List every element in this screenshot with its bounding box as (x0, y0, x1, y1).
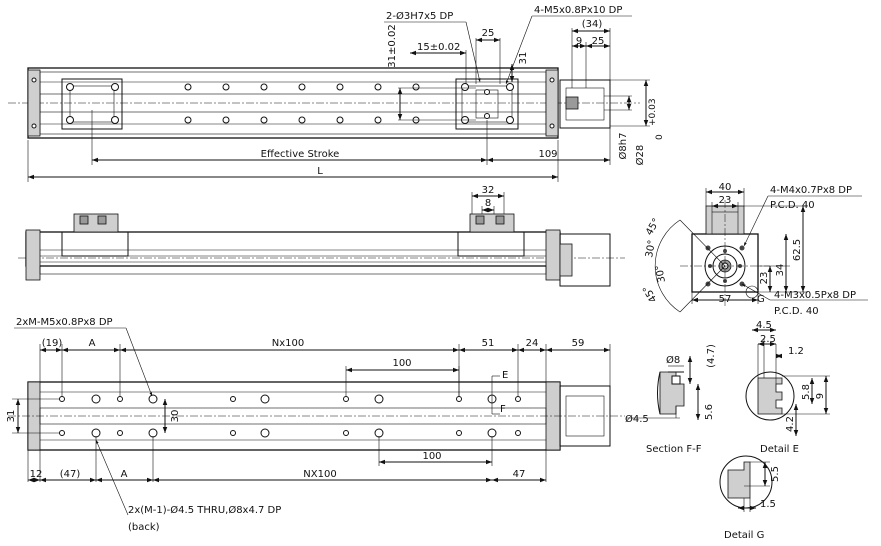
top-view: Effective Stroke 109 L 2-Ø3H7x5 DP 4-M5x… (8, 5, 665, 182)
dim-51: 51 (482, 338, 495, 349)
sec-dim-4-7: (4.7) (706, 344, 717, 368)
dim-A-bottom: A (121, 469, 128, 480)
end-view-holes (705, 245, 745, 287)
dim-25-top: 25 (482, 28, 495, 39)
dim-100-lower: 100 (422, 451, 441, 462)
dim-30: 30 (170, 410, 181, 423)
dim-57: 57 (719, 294, 732, 305)
dim-25-motor: 25 (592, 36, 605, 47)
det-g-dim-5-5: 5.5 (770, 466, 781, 482)
dim-62-5: 62.5 (792, 239, 803, 261)
dim-9: 9 (576, 36, 582, 47)
dim-d8h7: Ø8h7 (617, 133, 629, 160)
det-e-dim-4-5: 4.5 (756, 320, 772, 331)
dim-A-top: A (89, 338, 96, 349)
end-view: 45° 30° 30° 45° 40 23 4-M4x0.7Px8 DP P.C… (641, 182, 868, 317)
dim-31-tol: 31±0.02 (387, 24, 398, 67)
dim-d28-tol-upper: +0.03 (648, 98, 658, 126)
dim-8: 8 (485, 198, 491, 209)
dim-31-bottom: 31 (6, 410, 17, 423)
hole-label: 2x(M-1)-Ø4.5 THRU,Ø8x4.7 DP (128, 504, 281, 516)
holes-label: 2-Ø3H7x5 DP (386, 10, 453, 22)
ang-45-top: 45° (644, 217, 662, 238)
ang-30-top: 30° (644, 239, 658, 258)
bottom-view-holes (59, 394, 521, 438)
dim-d28: Ø28 (634, 145, 646, 166)
detail-e-caption: Detail E (760, 444, 799, 455)
front-view-body (25, 231, 561, 267)
top-right-endcap (545, 69, 559, 137)
det-g-dim-1-5: 1.5 (760, 499, 776, 510)
detail-e: 4.5 2.5 1.2 5.8 9 4.2 Detail E (745, 320, 830, 455)
dim-15: 15±0.02 (417, 42, 460, 53)
det-e-dim-2-5: 2.5 (760, 334, 776, 345)
dim-Nx100: Nx100 (272, 338, 305, 349)
top-view-holes (31, 77, 555, 129)
dim-23-top: 23 (719, 195, 732, 206)
dim-34-end: 34 (775, 264, 786, 277)
front-view: 32 8 (18, 185, 625, 287)
bottom-thread-label: 2xM-M5x0.8Px8 DP (16, 317, 113, 328)
dim-47: 47 (513, 469, 526, 480)
dim-12: 12 (30, 469, 43, 480)
dim-32: 32 (482, 185, 495, 196)
ang-30-bottom: 30° (654, 264, 668, 283)
motor-block (559, 79, 611, 129)
dim-d28-tol-lower: 0 (655, 134, 665, 140)
effective-stroke-label: Effective Stroke (261, 149, 340, 160)
thread-m4: 4-M4x0.7Px8 DP (770, 185, 852, 196)
mark-F: F (500, 404, 506, 415)
det-e-dim-1-2: 1.2 (788, 346, 804, 357)
dim-109: 109 (538, 149, 557, 160)
back-label: (back) (128, 522, 160, 533)
section-ff: Ø8 (4.7) Ø4.5 5.6 Section F-F (625, 344, 717, 455)
section-ff-caption: Section F-F (646, 444, 702, 455)
mark-G: G (757, 294, 765, 305)
detail-g-caption: Detail G (724, 530, 764, 541)
thread-m3: 4-M3x0.5Px8 DP (774, 290, 856, 301)
dim-40: 40 (719, 182, 732, 193)
dim-31-top: 31 (518, 52, 529, 65)
sec-dim-5-6: 5.6 (704, 404, 715, 420)
detail-g: 5.5 1.5 Detail G (719, 455, 781, 541)
dim-19: (19) (42, 338, 63, 349)
dim-34-paren: (34) (582, 19, 603, 30)
thread-label: 4-M5x0.8Px10 DP (534, 5, 622, 16)
dim-L: L (317, 166, 323, 177)
pcd-40-bottom: P.C.D. 40 (774, 306, 819, 317)
dim-NX100: NX100 (303, 469, 336, 480)
ang-45-bottom: 45° (641, 283, 659, 304)
det-e-dim-4-2: 4.2 (785, 416, 796, 432)
pcd-40-top: P.C.D. 40 (770, 200, 815, 211)
dim-23-end: 23 (759, 272, 770, 285)
dim-100-upper: 100 (392, 358, 411, 369)
dim-47-paren: (47) (60, 469, 81, 480)
dim-59: 59 (572, 338, 585, 349)
det-e-dim-9: 9 (815, 393, 826, 399)
bottom-motor (559, 385, 611, 447)
dim-24: 24 (526, 338, 539, 349)
det-e-dim-5-8: 5.8 (801, 384, 812, 400)
top-left-endcap (27, 69, 41, 137)
bottom-view: (19) A Nx100 51 24 59 2xM-M5x0.8Px8 DP 1… (6, 317, 625, 533)
sec-dim-d4-5: Ø4.5 (625, 413, 649, 425)
sec-dim-d8: Ø8 (666, 354, 680, 366)
mark-E: E (502, 370, 508, 381)
